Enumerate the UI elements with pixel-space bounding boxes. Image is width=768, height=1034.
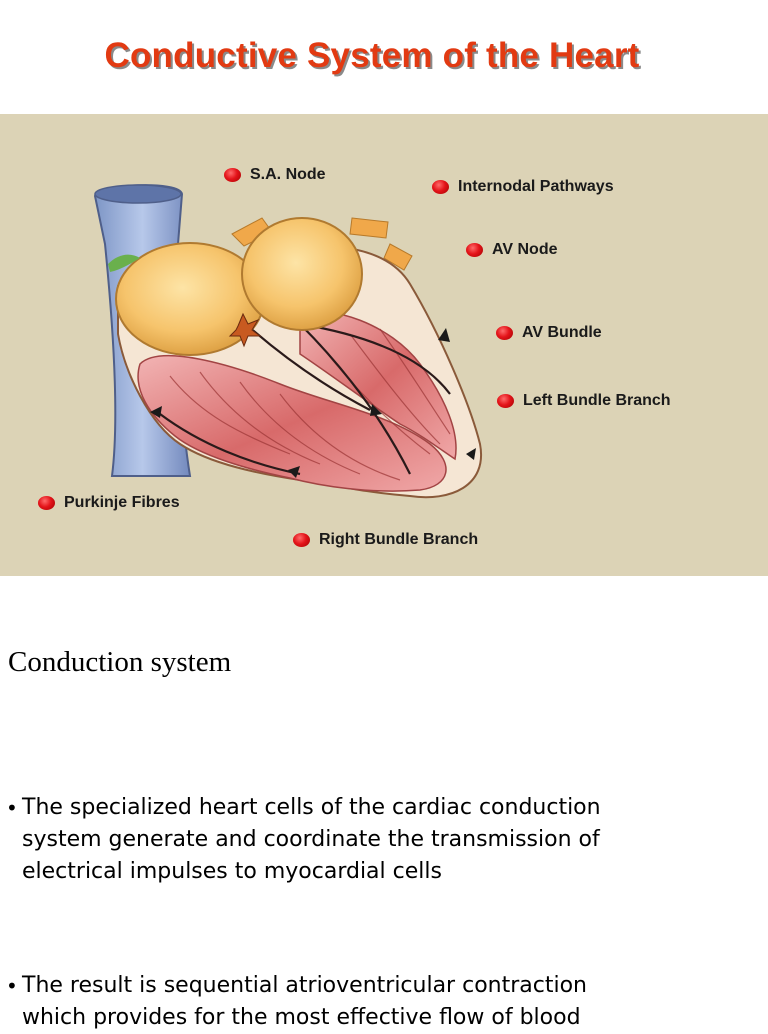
- bullet-item: • The specialized heart cells of the car…: [6, 792, 646, 888]
- marker-dot-icon: [466, 243, 483, 257]
- label-left-bundle-branch: Left Bundle Branch: [497, 392, 671, 410]
- label-av-node: AV Node: [466, 241, 557, 259]
- label-sa-node-text: S.A. Node: [250, 166, 326, 183]
- marker-dot-icon: [38, 496, 55, 510]
- marker-dot-icon: [497, 394, 514, 408]
- label-purkinje-fibres-text: Purkinje Fibres: [64, 494, 180, 511]
- label-internodal-pathways-text: Internodal Pathways: [458, 178, 614, 195]
- label-internodal-pathways: Internodal Pathways: [432, 178, 614, 196]
- label-left-bundle-branch-text: Left Bundle Branch: [523, 392, 671, 409]
- label-av-node-text: AV Node: [492, 241, 558, 258]
- marker-dot-icon: [224, 168, 241, 182]
- section-heading: Conduction system: [8, 646, 232, 678]
- bullet-text: The result is sequential atrioventricula…: [22, 973, 587, 1030]
- marker-dot-icon: [432, 180, 449, 194]
- heart-diagram: S.A. Node Internodal Pathways AV Node AV…: [0, 114, 768, 576]
- bullet-item: • The result is sequential atrioventricu…: [6, 970, 646, 1034]
- bullet-icon: •: [6, 796, 18, 820]
- page-title: Conductive System of the Heart: [104, 36, 640, 75]
- label-av-bundle-text: AV Bundle: [522, 324, 602, 341]
- bullet-text: The specialized heart cells of the cardi…: [22, 795, 601, 884]
- label-av-bundle: AV Bundle: [496, 324, 602, 342]
- marker-dot-icon: [293, 533, 310, 547]
- label-right-bundle-branch: Right Bundle Branch: [293, 531, 478, 549]
- bullet-icon: •: [6, 974, 18, 998]
- label-sa-node: S.A. Node: [224, 166, 326, 184]
- marker-dot-icon: [496, 326, 513, 340]
- label-right-bundle-branch-text: Right Bundle Branch: [319, 531, 479, 548]
- heart-illustration: [93, 184, 483, 499]
- label-purkinje-fibres: Purkinje Fibres: [38, 494, 180, 512]
